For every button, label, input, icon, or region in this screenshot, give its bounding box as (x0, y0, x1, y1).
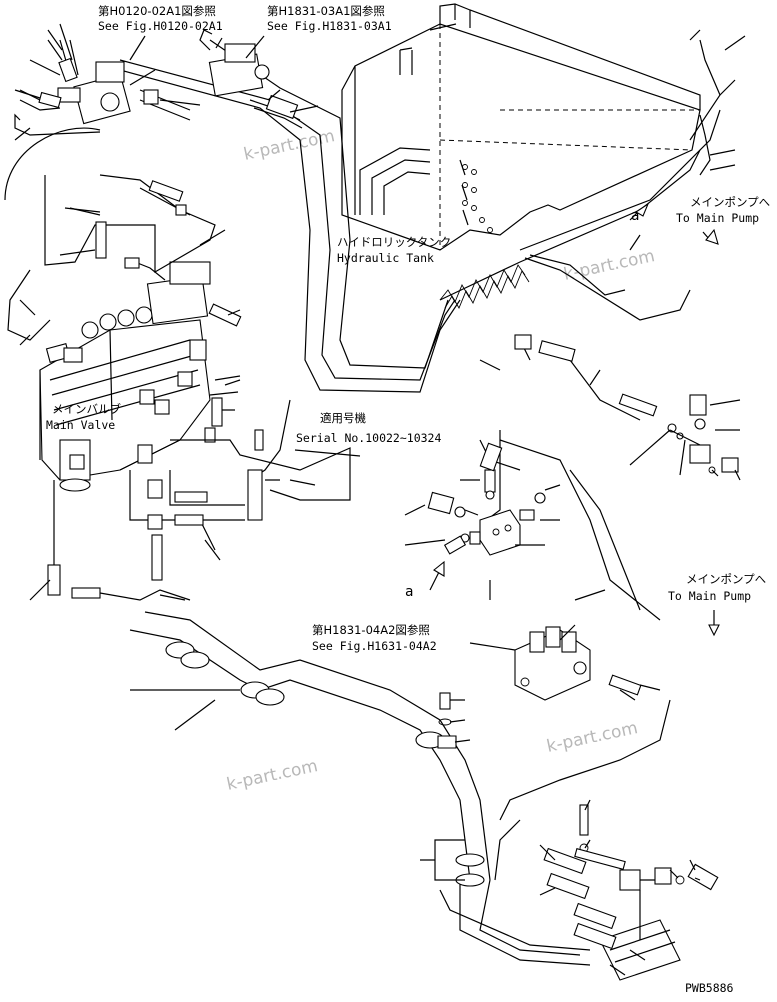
serial-jp: 適用号機 (320, 411, 366, 425)
pilot-valve (514, 626, 642, 701)
watermark-2: k-part.com (562, 246, 657, 285)
hydraulic-tank (341, 3, 701, 251)
tank-label-en: Hydraulic Tank (337, 251, 434, 265)
valve-bracket (44, 174, 351, 601)
main-valve-jp: メインバルブ (52, 402, 121, 416)
marker-a-top: a (631, 208, 639, 224)
ref-h1831-03-jp: 第H1831-03A1図参照 (267, 4, 385, 18)
hose-protector-coil (439, 264, 530, 310)
ref-h0120-en: See Fig.H0120-02A1 (98, 19, 223, 33)
drawing-code: PWB5886 (685, 981, 734, 995)
main-valve-en: Main Valve (46, 418, 115, 432)
ref-h1831-04-jp: 第H1831-04A2図参照 (312, 623, 430, 637)
flow-arrows (429, 202, 720, 637)
pump-top-en: To Main Pump (676, 211, 759, 225)
tank-label-jp: ハイドロリックタンク (337, 235, 451, 249)
solenoid-valve-left (19, 39, 191, 125)
pump-mid-en: To Main Pump (668, 589, 751, 603)
watermark-4: k-part.com (225, 756, 320, 795)
ref-h1831-04-en: See Fig.H1631-04A2 (312, 639, 437, 653)
ref-h1831-03-en: See Fig.H1831-03A1 (267, 19, 392, 33)
right-side-fittings (514, 334, 739, 477)
pump-mid-jp: メインポンプへ (686, 572, 766, 586)
clamp-bolt (437, 692, 457, 749)
hose-routing-bottom (129, 430, 671, 966)
marker-a-bottom: a (405, 584, 413, 600)
junction-block (427, 442, 546, 600)
labels: 第H0120-02A1図参照 See Fig.H0120-02A1 第H1831… (46, 4, 770, 995)
pedal-bracket (543, 804, 719, 981)
ref-h0120-jp: 第H0120-02A1図参照 (98, 4, 216, 18)
pump-top-jp: メインポンプへ (690, 195, 770, 209)
main-valve (39, 29, 211, 492)
leader-lines (14, 23, 746, 976)
serial-en: Serial No.10022~10324 (296, 431, 441, 445)
solenoid-valve-right (199, 29, 303, 129)
watermark-3: k-part.com (545, 718, 640, 757)
